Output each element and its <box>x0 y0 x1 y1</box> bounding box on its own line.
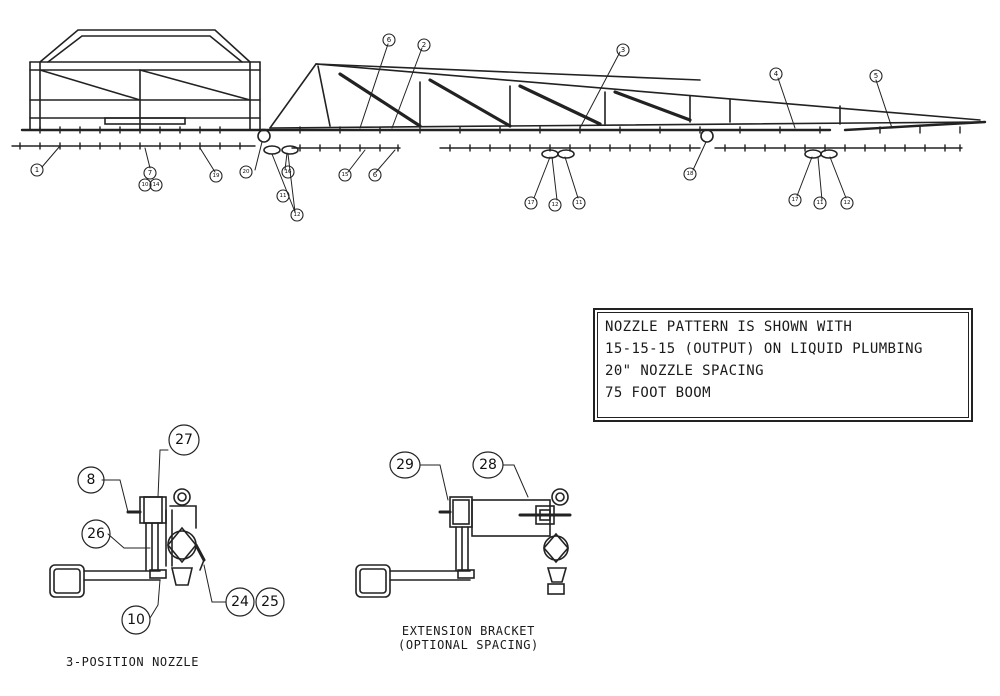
callout-2: 2 <box>422 41 426 49</box>
callout-25: 25 <box>261 594 279 610</box>
extension-caption-line2: (OPTIONAL SPACING) <box>398 638 539 652</box>
spray-bars <box>11 126 963 152</box>
callout-4: 4 <box>774 70 779 78</box>
extension-caption: EXTENSION BRACKET (OPTIONAL SPACING) <box>398 624 539 652</box>
callout-18: 19 <box>213 173 220 179</box>
leader-lines-top <box>41 43 893 213</box>
extension-bracket-callouts <box>389 451 504 479</box>
callout-24: 24 <box>231 594 249 610</box>
callout-17a: 17 <box>528 200 535 206</box>
callout-11c: 11 <box>817 200 824 206</box>
hose-fittings <box>257 129 838 159</box>
boom-truss <box>260 63 987 132</box>
note-line-2: 15-15-15 (OUTPUT) ON LIQUID PLUMBING <box>605 341 923 357</box>
three-position-callouts <box>77 424 285 635</box>
callout-6a: 6 <box>387 36 392 44</box>
callout-20: 20 <box>243 169 250 175</box>
callout-19: 18 <box>687 171 694 177</box>
nozzle-pattern-note: NOZZLE PATTERN IS SHOWN WITH 15-15-15 (O… <box>593 308 973 422</box>
extension-bracket-leaders <box>419 464 529 501</box>
callout-11a: 11 <box>280 193 287 199</box>
note-line-3: 20" NOZZLE SPACING <box>605 363 764 379</box>
three-position-leaders <box>101 449 227 619</box>
callout-10: 10 <box>142 182 149 188</box>
center-frame <box>20 29 267 132</box>
extension-bracket-detail <box>355 488 572 598</box>
callouts-top <box>30 33 883 222</box>
callout-29: 29 <box>396 457 414 473</box>
callout-12c: 12 <box>844 200 851 206</box>
callout-15: 15 <box>342 172 349 178</box>
callout-27: 27 <box>175 432 193 448</box>
callout-6b: 6 <box>373 171 378 179</box>
extension-caption-line1: EXTENSION BRACKET <box>401 624 535 638</box>
three-position-caption: 3-POSITION NOZZLE <box>66 655 200 669</box>
note-line-1: NOZZLE PATTERN IS SHOWN WITH <box>605 319 853 335</box>
callout-16: 16 <box>285 169 292 175</box>
callout-12b: 12 <box>552 202 559 208</box>
three-position-nozzle-detail <box>49 488 206 598</box>
callout-1: 1 <box>35 166 39 174</box>
callout-7: 7 <box>148 169 152 177</box>
callout-3: 3 <box>621 46 625 54</box>
callout-5: 5 <box>874 72 878 80</box>
callout-26: 26 <box>87 526 105 542</box>
callout-14: 14 <box>153 182 160 188</box>
callout-11b: 11 <box>576 200 583 206</box>
callout-8: 8 <box>87 472 96 488</box>
note-line-4: 75 FOOT BOOM <box>605 385 711 401</box>
callout-12a: 12 <box>294 212 301 218</box>
callout-17b: 17 <box>792 197 799 203</box>
callout-10-detail: 10 <box>127 612 145 628</box>
callout-28: 28 <box>479 457 497 473</box>
